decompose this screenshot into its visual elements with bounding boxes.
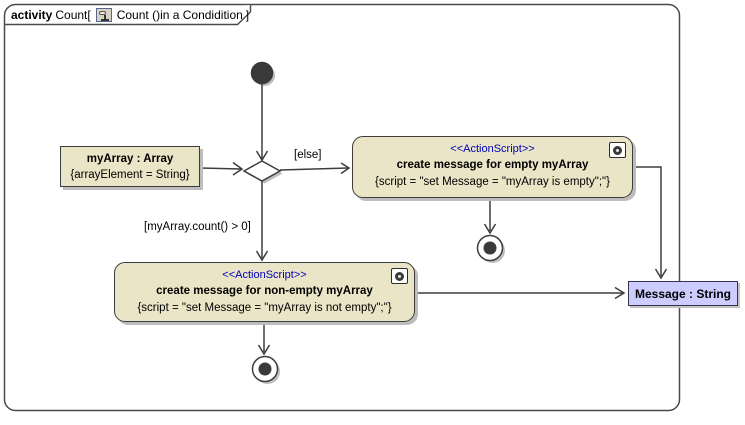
object-node-message[interactable]: Message : String xyxy=(628,281,738,306)
edge-count-to-action-nonempty[interactable] xyxy=(255,181,269,262)
initial-node[interactable] xyxy=(250,61,274,85)
action-node-nonempty-myarray[interactable]: <<ActionScript>> create message for non-… xyxy=(114,262,415,322)
diagram-icon-stem xyxy=(103,15,106,21)
action-node-empty-myarray[interactable]: <<ActionScript>> create message for empt… xyxy=(352,136,633,198)
action-gear-icon xyxy=(609,142,626,158)
gear-core xyxy=(613,145,622,155)
frame-activity-name: Count[ xyxy=(55,8,91,22)
edge-action-empty-to-final[interactable] xyxy=(483,198,497,235)
frame-label-tab[interactable] xyxy=(5,5,252,26)
activity-frame[interactable] xyxy=(3,3,681,412)
guard-else: [else] xyxy=(294,149,322,161)
action-nonempty-stereotype: <<ActionScript>> xyxy=(222,269,307,281)
gear-core xyxy=(395,271,404,281)
final-node-2-core xyxy=(258,362,272,376)
action-empty-stereotype: <<ActionScript>> xyxy=(450,143,535,155)
diagram-icon-bar xyxy=(100,19,109,21)
action-nonempty-script: {script = "set Message = "myArray is not… xyxy=(137,302,392,314)
frame-closing-bracket: ] xyxy=(245,8,250,22)
action-nonempty-name: create message for non-empty myArray xyxy=(156,285,373,297)
activity-diagram-icon xyxy=(95,8,112,22)
edge-else-to-action-empty[interactable] xyxy=(279,162,351,175)
edge-action-empty-to-message[interactable] xyxy=(633,166,668,280)
guard-count: [myArray.count() > 0] xyxy=(144,221,251,233)
edge-myarray-to-decision[interactable] xyxy=(199,161,244,176)
frame-keyword: activity xyxy=(11,8,53,22)
edge-action-nonempty-to-final[interactable] xyxy=(257,322,271,356)
object-node-myarray[interactable]: myArray : Array {arrayElement = String} xyxy=(60,146,200,187)
frame-diagram-name: Count ()in a Condidition xyxy=(116,8,243,22)
action-empty-script: {script = "set Message = "myArray is emp… xyxy=(375,176,610,188)
diagram-icon-shape xyxy=(98,11,106,15)
edge-initial-to-decision[interactable] xyxy=(255,84,269,162)
myarray-constraint: {arrayElement = String} xyxy=(70,169,190,181)
final-node-1-core xyxy=(483,241,497,255)
myarray-name: myArray : Array xyxy=(86,153,174,165)
edge-action-nonempty-to-message[interactable] xyxy=(415,286,626,300)
frame-label: activity Count[ Count ()in a Condidition… xyxy=(11,7,249,23)
action-gear-icon xyxy=(391,268,408,284)
action-empty-name: create message for empty myArray xyxy=(396,159,589,171)
message-name: Message : String xyxy=(634,286,732,301)
decision-node[interactable] xyxy=(242,160,282,182)
